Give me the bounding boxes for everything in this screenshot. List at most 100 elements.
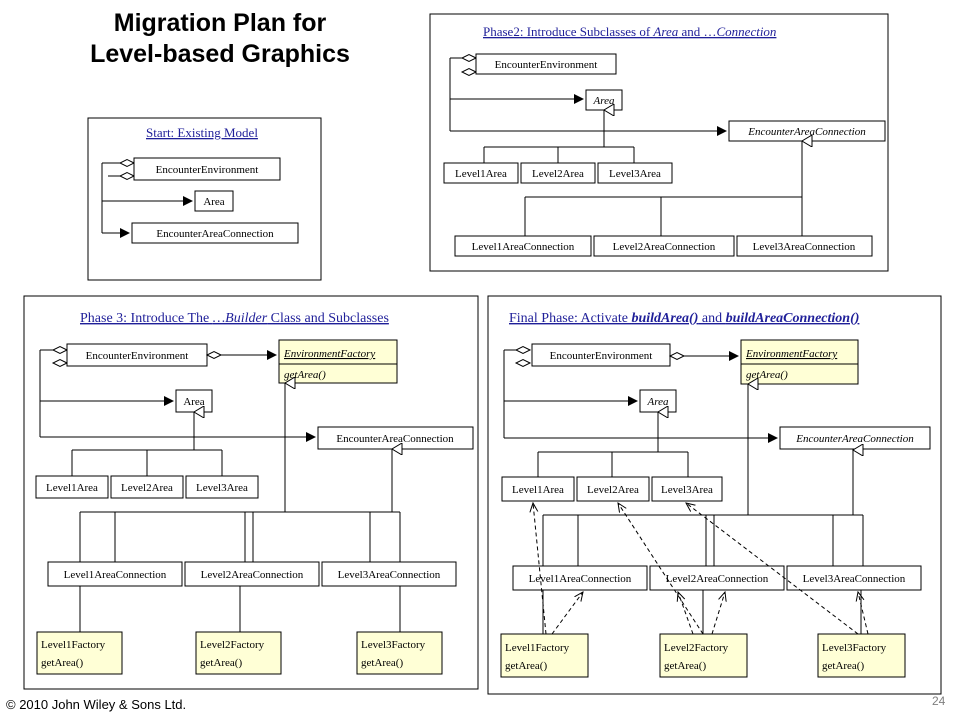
class-name: Level3Area [196, 482, 248, 494]
slide-title: Migration Plan for Level-based Graphics [40, 8, 400, 70]
class-name: Level1Factory [41, 639, 106, 651]
copyright-footer: © 2010 John Wiley & Sons Ltd. [6, 697, 187, 712]
class-name: Level2Area [587, 484, 639, 496]
class-level2-area-connection [593, 235, 735, 257]
method-name: getArea() [41, 657, 83, 669]
method-name: getArea() [200, 657, 242, 669]
class-name: EncounterAreaConnection [336, 433, 454, 445]
class-name: Level2AreaConnection [201, 569, 304, 581]
panel-phase2: Phase2: Introduce Subclasses of Area and… [429, 13, 889, 272]
aggregation-diamond [205, 350, 223, 360]
class-level1-factory [36, 631, 123, 675]
class-level1-area-connection [512, 565, 648, 591]
class-level1-area [501, 476, 575, 502]
method-name: getArea() [746, 369, 788, 381]
method-name: getArea() [822, 660, 864, 672]
title-line-1: Migration Plan for [113, 9, 327, 37]
class-name: Level2Factory [200, 639, 265, 651]
dependency-arrow [533, 503, 547, 635]
class-level1-area [443, 162, 519, 184]
panel-start: Start: Existing Model EncounterEnvironme… [87, 117, 322, 281]
aggregation-diamond [514, 358, 532, 368]
class-level3-area [651, 476, 723, 502]
class-environment-factory [278, 339, 398, 384]
class-level2-area [576, 476, 650, 502]
dependency-arrow [678, 592, 694, 635]
class-name: Level2Area [121, 482, 173, 494]
class-name: Level2AreaConnection [613, 241, 716, 253]
class-name: Level3Factory [361, 639, 426, 651]
dependency-arrow [711, 592, 725, 635]
panel-final-title: Final Phase: Activate buildArea() and bu… [509, 311, 859, 326]
class-name: Level1Area [46, 482, 98, 494]
dependency-arrow [551, 592, 583, 635]
class-name: Area [593, 95, 615, 107]
dependency-arrow [686, 503, 859, 635]
dependency-arrow [618, 503, 704, 635]
class-level1-area-connection [47, 561, 183, 587]
class-level3-factory [356, 631, 443, 675]
class-name: Level1AreaConnection [529, 573, 632, 585]
class-name: Level1Area [512, 484, 564, 496]
class-name: Area [183, 396, 204, 408]
class-level2-area-connection [184, 561, 320, 587]
class-name: Level3AreaConnection [803, 573, 906, 585]
class-name: EncounterAreaConnection [795, 433, 914, 445]
panel-final: Final Phase: Activate buildArea() and bu… [487, 295, 942, 695]
class-name: EncounterEnvironment [495, 59, 598, 71]
class-name: EncounterAreaConnection [747, 126, 866, 138]
class-level1-area [35, 475, 109, 499]
class-name: Level3Factory [822, 642, 887, 654]
class-level1-factory [500, 633, 589, 678]
class-level3-area-connection [786, 565, 922, 591]
method-name: getArea() [361, 657, 403, 669]
class-encounter-environment [475, 53, 617, 75]
class-encounter-environment [133, 157, 281, 181]
aggregation-diamond [51, 358, 69, 368]
page-number: 24 [932, 694, 946, 708]
method-name: getArea() [505, 660, 547, 672]
class-name: Area [647, 396, 669, 408]
class-name: EnvironmentFactory [283, 348, 375, 360]
dependency-arrows [533, 503, 869, 635]
class-name: EncounterEnvironment [86, 350, 189, 362]
class-encounter-area-connection [131, 222, 299, 244]
class-name: Level3AreaConnection [753, 241, 856, 253]
class-level1-area-connection [454, 235, 592, 257]
class-name: Level3Area [661, 484, 713, 496]
class-name: Level1Factory [505, 642, 570, 654]
class-level3-area-connection [321, 561, 457, 587]
class-name: EncounterAreaConnection [156, 228, 274, 240]
panel-phase2-title: Phase2: Introduce Subclasses of Area and… [483, 24, 776, 39]
class-name: Level3Area [609, 168, 661, 180]
class-level3-area [597, 162, 673, 184]
class-name: Level1Area [455, 168, 507, 180]
class-level2-area [520, 162, 596, 184]
class-level2-area [110, 475, 184, 499]
class-level3-area-connection [736, 235, 873, 257]
method-name: getArea() [664, 660, 706, 672]
panel-phase3: Phase 3: Introduce The …Builder Class an… [23, 295, 479, 690]
class-name: EncounterEnvironment [156, 164, 259, 176]
method-name: getArea() [284, 369, 326, 381]
class-level3-area [185, 475, 259, 499]
dependency-arrow [858, 592, 869, 635]
class-environment-factory [740, 339, 859, 385]
class-name: Level3AreaConnection [338, 569, 441, 581]
panel-phase2-frame [429, 13, 889, 272]
aggregation-diamond [668, 351, 686, 361]
panel-start-title: Start: Existing Model [146, 125, 258, 140]
class-area [194, 190, 234, 212]
class-name: EnvironmentFactory [745, 348, 837, 360]
class-name: EncounterEnvironment [550, 350, 653, 362]
class-level3-factory [817, 633, 906, 678]
class-name: Level2AreaConnection [666, 573, 769, 585]
class-name: Level2Area [532, 168, 584, 180]
aggregation-diamond [460, 67, 478, 77]
class-level2-factory [659, 633, 748, 678]
class-name: Level1AreaConnection [64, 569, 167, 581]
class-name: Level1AreaConnection [472, 241, 575, 253]
panel-phase3-title: Phase 3: Introduce The …Builder Class an… [80, 311, 389, 326]
class-name: Area [203, 196, 224, 208]
